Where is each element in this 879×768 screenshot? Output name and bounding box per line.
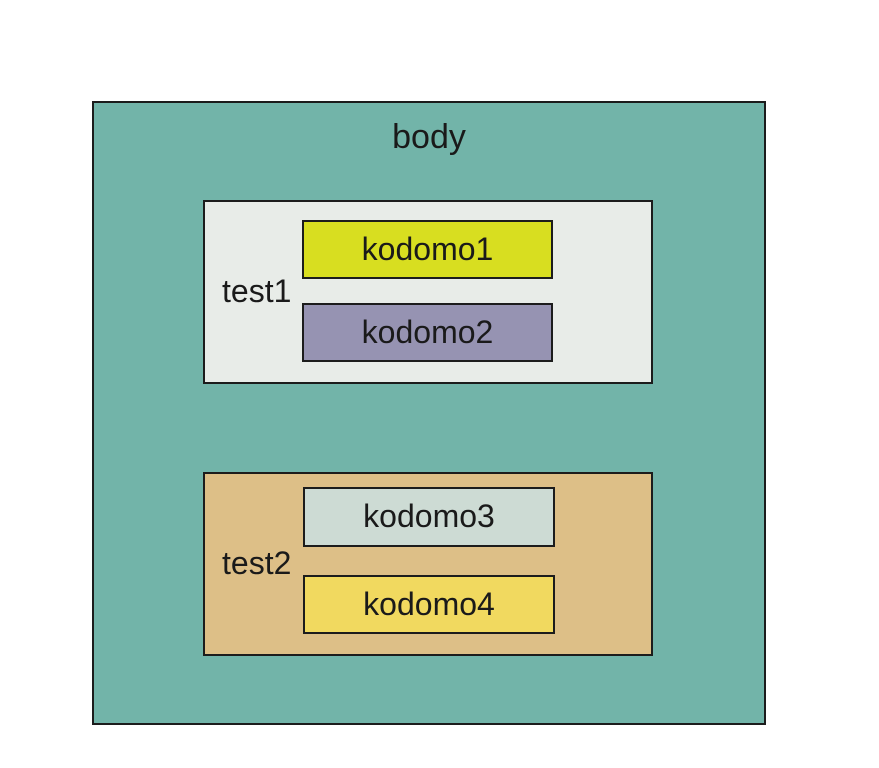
kodomo4-label: kodomo4 [363, 586, 495, 622]
body-box: body test1 kodomo1 kodomo2 test2 kodomo3… [92, 101, 766, 725]
kodomo2-label: kodomo2 [361, 314, 494, 350]
child-box-kodomo1: kodomo1 [302, 220, 553, 279]
test2-label: test2 [222, 545, 292, 581]
kodomo3-label: kodomo3 [363, 498, 495, 534]
child-box-kodomo4: kodomo4 [303, 575, 555, 634]
body-label: body [392, 118, 466, 156]
child-box-kodomo2: kodomo2 [302, 303, 553, 362]
test1-label: test1 [222, 273, 292, 309]
container-test1: test1 kodomo1 kodomo2 [203, 200, 653, 384]
container-test2: test2 kodomo3 kodomo4 [203, 472, 653, 656]
kodomo1-label: kodomo1 [361, 231, 494, 267]
child-box-kodomo3: kodomo3 [303, 487, 555, 547]
